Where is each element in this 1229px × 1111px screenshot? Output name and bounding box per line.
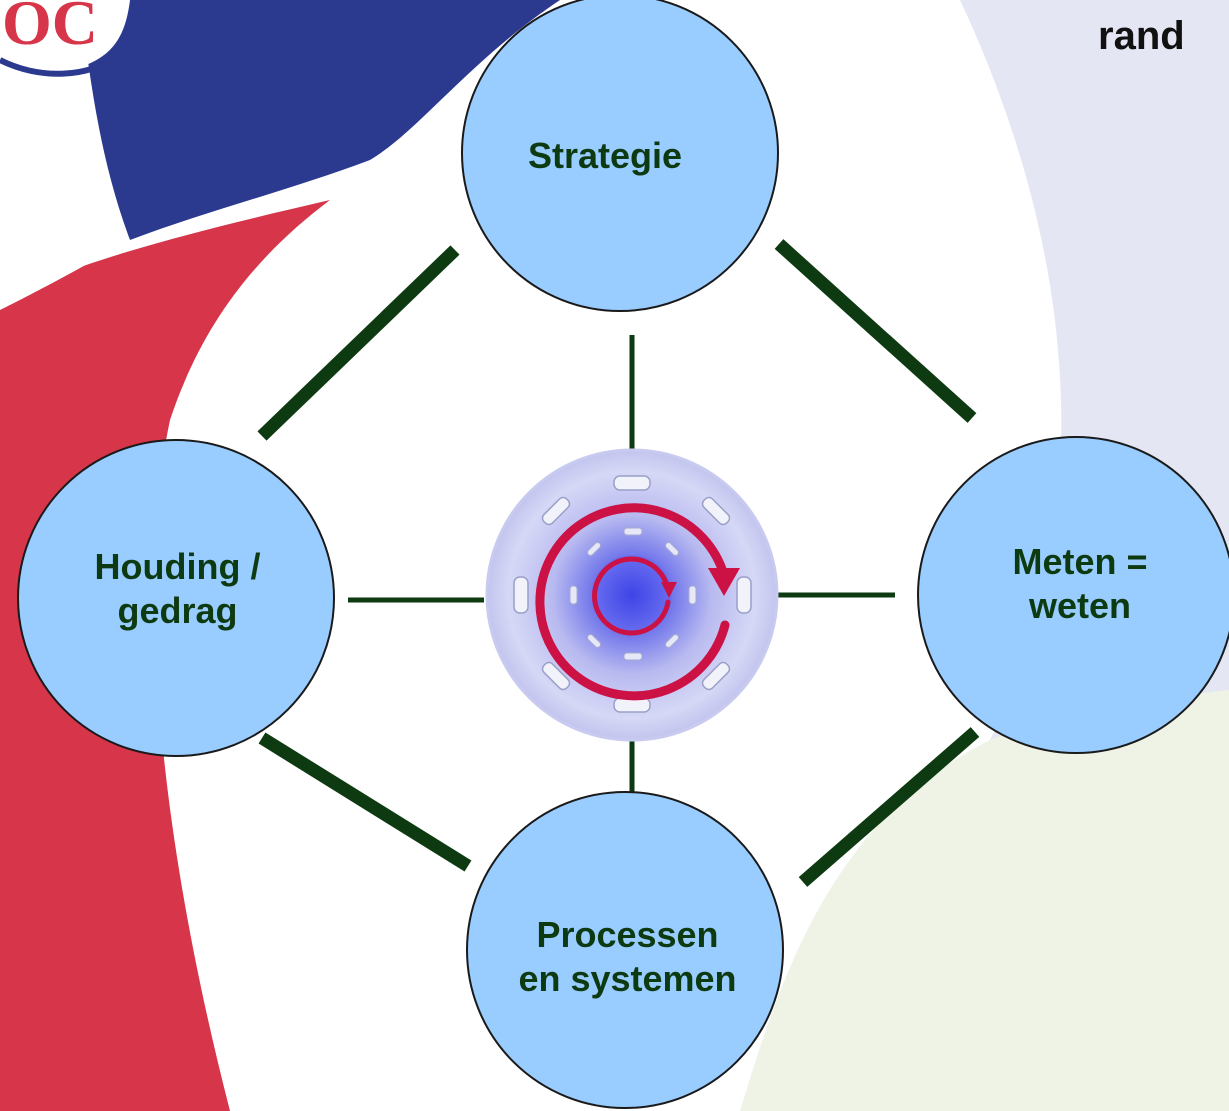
node-circle-processen <box>466 791 784 1109</box>
slide-title-fragment: rand <box>1098 14 1185 58</box>
meten-line1: Meten = <box>1012 541 1148 582</box>
connector-houding-processen <box>258 732 472 872</box>
node-circle-meten <box>917 436 1229 754</box>
houding-line2: gedrag <box>117 590 238 631</box>
node-circle-houding <box>17 439 335 757</box>
processen-line2: en systemen <box>518 958 737 999</box>
node-circle-strategie <box>461 0 779 312</box>
houding-line1: Houding / <box>94 546 261 587</box>
meten-line2: weten <box>1028 585 1132 626</box>
bg-blue-swoosh <box>80 0 560 240</box>
strategie-text: Strategie <box>527 135 683 176</box>
bg-red-swoosh <box>0 200 330 1111</box>
logo-fragment: OC <box>0 0 130 77</box>
node-label-meten: Meten = weten <box>945 540 1215 628</box>
connector-strategie-meten <box>774 239 977 423</box>
connector-meten-processen <box>798 727 980 887</box>
bg-green-area <box>740 690 1229 1111</box>
processen-line1: Processen <box>536 914 719 955</box>
cycle-hub-icon <box>485 448 779 742</box>
node-label-processen: Processen en systemen <box>475 913 780 1001</box>
connector-lines <box>257 239 980 887</box>
node-label-strategie: Strategie <box>470 134 740 178</box>
connector-strategie-houding <box>257 245 460 441</box>
svg-text:OC: OC <box>2 0 98 58</box>
bg-white-curve <box>0 225 130 310</box>
node-label-houding: Houding / gedrag <box>40 545 315 633</box>
